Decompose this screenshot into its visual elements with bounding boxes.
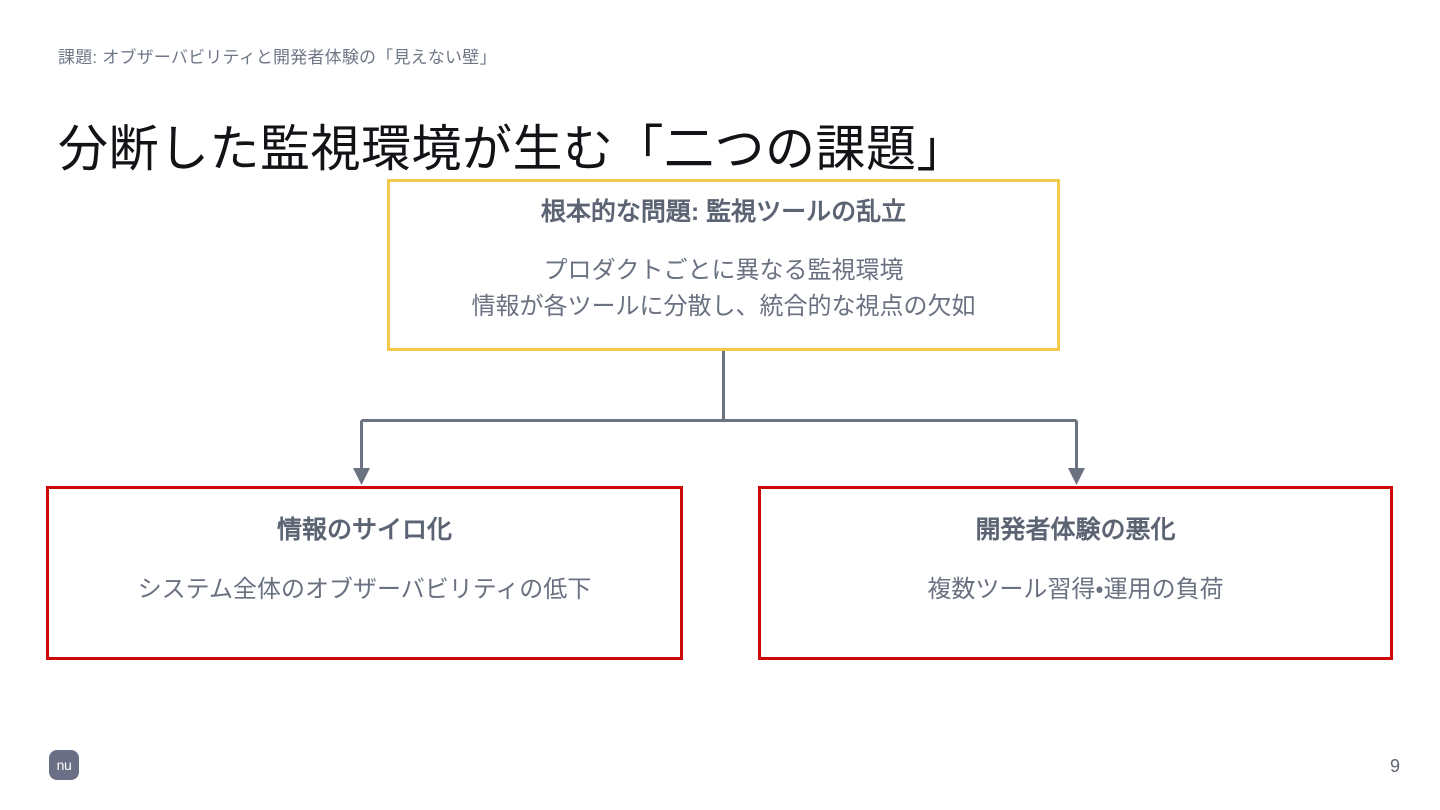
consequence-title: 開発者体験の悪化 <box>975 516 1176 544</box>
arrowhead-right <box>1068 468 1085 485</box>
consequence-box-information-silo: 情報のサイロ化 システム全体のオブザーバビリティの低下 <box>46 486 683 660</box>
slide-eyebrow: 課題: オブザーバビリティと開発者体験の「見えない壁」 <box>58 48 497 67</box>
root-cause-body: プロダクトごとに異なる監視環境 情報が各ツールに分散し、統合的な視点の欠如 <box>472 253 976 325</box>
consequence-body-line: システム全体のオブザーバビリティの低下 <box>137 576 592 603</box>
consequence-box-developer-experience: 開発者体験の悪化 複数ツール習得・運用の負荷 <box>758 486 1393 660</box>
root-cause-body-line: プロダクトごとに異なる監視環境 <box>543 257 904 284</box>
page-title: 分断した監視環境が生む「二つの課題」 <box>58 120 967 177</box>
consequence-title: 情報のサイロ化 <box>276 516 452 544</box>
root-cause-title: 根本的な問題: 監視ツールの乱立 <box>540 198 907 226</box>
consequence-body: システム全体のオブザーバビリティの低下 <box>138 573 592 607</box>
root-cause-box: 根本的な問題: 監視ツールの乱立 プロダクトごとに異なる監視環境 情報が各ツール… <box>387 179 1060 351</box>
consequence-body: 複数ツール習得・運用の負荷 <box>927 573 1223 607</box>
consequence-body-line: 複数ツール習得・運用の負荷 <box>927 576 1224 603</box>
arrowhead-left <box>353 468 370 485</box>
brand-logo-text: nu <box>56 757 72 773</box>
brand-logo-icon: nu <box>49 750 79 780</box>
page-number: 9 <box>1389 756 1400 776</box>
root-cause-body-line: 情報が各ツールに分散し、統合的な視点の欠如 <box>471 293 976 320</box>
